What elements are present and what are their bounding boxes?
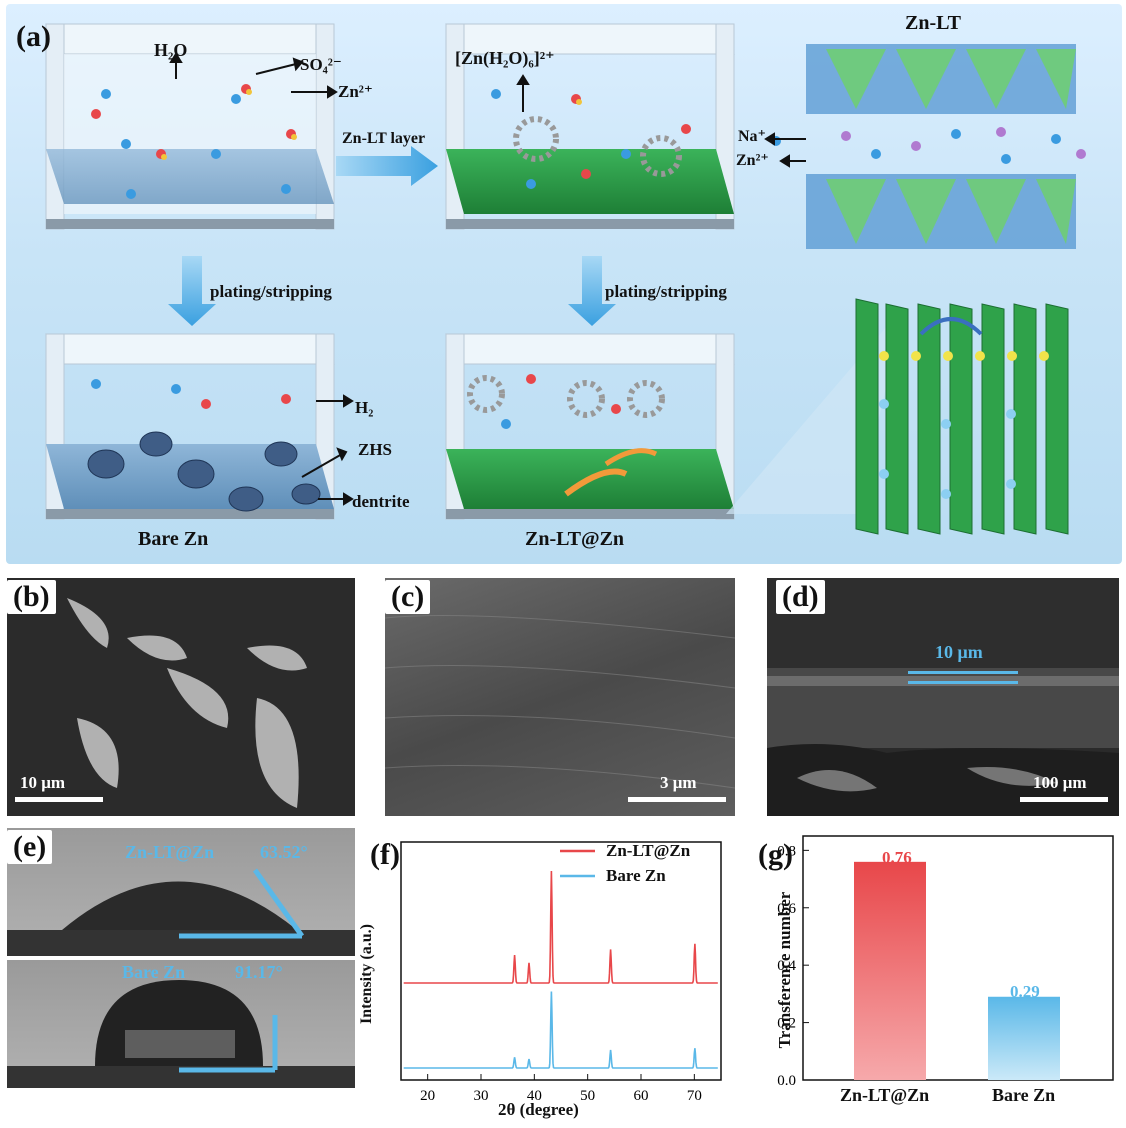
plating-arrow-middle	[568, 256, 616, 326]
xrd-ylabel: Intensity (a.u.)	[358, 924, 375, 1025]
sem-d-texture	[767, 578, 1119, 816]
panel-g-label: (g)	[758, 838, 793, 871]
xrd-tick-label: 70	[687, 1088, 702, 1104]
label-plating-left: plating/stripping	[210, 282, 332, 301]
panel-f-xrd: 20 30 40 50 60 70	[370, 828, 735, 1123]
label-h2: H₂	[355, 398, 374, 417]
label-zn-h2o: [Zn(H₂O)₆]²⁺	[455, 48, 555, 68]
xrd-tick-label: 30	[474, 1088, 489, 1104]
box-znlt-electrolyte	[445, 23, 735, 230]
panel-f-label: (f)	[370, 838, 400, 871]
label-znlt-zn: Zn-LT@Zn	[525, 528, 625, 550]
scale-text-b: 10 μm	[20, 773, 66, 792]
schematic-drawing	[45, 23, 1086, 535]
scalebar-c	[628, 797, 726, 802]
label-h2o: H₂O	[154, 40, 188, 60]
znlt-crystal	[806, 44, 1076, 249]
hydrated-clusters	[467, 116, 682, 418]
xrd-series-2	[403, 991, 718, 1069]
contact-angle-top: 63.52°	[260, 842, 308, 862]
label-zn2-right: Zn²⁺	[736, 152, 769, 169]
xrd-legend-1: Zn-LT@Zn	[606, 841, 691, 860]
bar-tick-label: 0.8	[777, 843, 796, 859]
bar-tick-label: 0.6	[777, 901, 796, 917]
contact-angle-bottom: 91.17°	[235, 962, 283, 982]
label-znlt-layer: Zn-LT layer	[342, 130, 426, 147]
panel-a-schematic	[6, 4, 1122, 564]
droplet-bottom	[7, 980, 355, 1088]
bar-2	[988, 996, 1060, 1080]
znlt-layer-arrow	[336, 146, 438, 186]
box-bare-electrolyte	[45, 23, 335, 230]
bar-cat-1: Zn-LT@Zn	[840, 1085, 930, 1105]
bar-chart: 0.0 0.2 0.4 0.6 0.8	[777, 835, 1114, 1089]
bar-tick-label: 0.0	[777, 1073, 796, 1089]
bar-tick-label: 0.4	[777, 958, 796, 974]
xrd-chart: 20 30 40 50 60 70	[400, 841, 722, 1104]
panel-d-sem-image	[767, 578, 1119, 816]
panel-g-bar: 0.0 0.2 0.4 0.6 0.8	[748, 828, 1120, 1123]
droplet-top	[7, 868, 355, 956]
xrd-plot-frame	[400, 841, 722, 1081]
scalebar-d	[1020, 797, 1108, 802]
sem-b-texture	[7, 578, 355, 816]
panel-a-label: (a)	[16, 20, 51, 53]
thickness-line-bottom	[908, 681, 1018, 684]
xrd-xlabel: 2θ (degree)	[498, 1100, 579, 1119]
xrd-series-1	[403, 870, 718, 984]
panel-b-label: (b)	[7, 580, 56, 614]
bar-tick-label: 0.2	[777, 1016, 796, 1032]
xrd-tick-label: 20	[420, 1088, 435, 1104]
thickness-line-top	[908, 671, 1018, 674]
bar-value-2: 0.29	[1010, 982, 1040, 1001]
label-znlt: Zn-LT	[905, 12, 961, 34]
contact-name-bottom: Bare Zn	[122, 962, 186, 982]
scale-text-c: 3 μm	[660, 773, 697, 792]
label-zhs: ZHS	[358, 440, 393, 459]
scale-text-d: 100 μm	[1033, 773, 1087, 792]
bar-1	[854, 861, 926, 1080]
label-na: Na⁺	[738, 128, 766, 145]
contact-name-top: Zn-LT@Zn	[125, 842, 215, 862]
xrd-tick-label: 50	[580, 1088, 595, 1104]
label-so4: SO₄²⁻	[300, 55, 342, 74]
panel-e-bottom-image	[7, 960, 355, 1088]
panel-b-sem-image	[7, 578, 355, 816]
panel-d-label: (d)	[776, 580, 825, 614]
bar-cat-2: Bare Zn	[992, 1085, 1056, 1105]
xrd-tick-label: 60	[634, 1088, 649, 1104]
thickness-label: 10 μm	[935, 642, 983, 662]
sem-c-texture	[385, 615, 735, 789]
box-znlt-after	[445, 333, 735, 520]
label-zn2: Zn²⁺	[338, 82, 373, 101]
bar-value-1: 0.76	[882, 848, 912, 867]
panel-e-label: (e)	[7, 830, 53, 864]
bar-ylabel: Transference number	[775, 891, 794, 1049]
panel-e-top-image	[7, 828, 355, 956]
panel-c-label: (c)	[385, 580, 431, 614]
ion-dots	[91, 89, 1061, 429]
panel-c-sem-image	[385, 578, 735, 816]
label-dentrite: dentrite	[352, 492, 410, 511]
label-plating-middle: plating/stripping	[605, 282, 727, 301]
xrd-tick-label: 40	[527, 1088, 542, 1104]
znlt-vertical-sheets	[726, 298, 1069, 535]
xrd-legend-2: Bare Zn	[606, 866, 666, 885]
scalebar-b	[15, 797, 103, 802]
box-bare-after	[45, 333, 335, 520]
plating-arrow-left	[168, 256, 216, 326]
label-bare-zn: Bare Zn	[138, 528, 209, 550]
bar-plot-frame	[802, 835, 1114, 1081]
